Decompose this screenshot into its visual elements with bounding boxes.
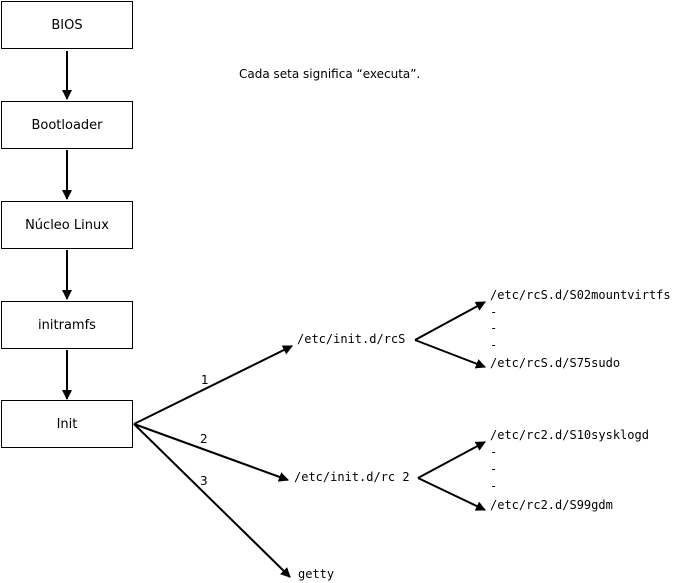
- rcs-dot: -: [490, 338, 498, 352]
- rcs-last-script: /etc/rcS.d/S75sudo: [490, 356, 621, 370]
- rcs-target: /etc/init.d/rcS: [297, 332, 406, 346]
- arrow-init-getty: [133, 423, 291, 578]
- rc2-target: /etc/init.d/rc 2: [294, 470, 410, 484]
- init-label: Init: [56, 416, 78, 432]
- arrow-rc2-last: [417, 477, 486, 511]
- rc2-first-script: /etc/rc2.d/S10sysklogd: [490, 428, 649, 442]
- kernel-label: Núcleo Linux: [25, 217, 109, 233]
- getty-target: getty: [298, 567, 335, 581]
- rcs-first-script: /etc/rcS.d/S02mountvirtfs: [490, 288, 671, 302]
- rc2-dot: -: [490, 479, 498, 493]
- bootloader-label: Bootloader: [31, 117, 103, 133]
- bootloader-box: Bootloader: [1, 101, 133, 149]
- rc2-dot: -: [490, 445, 498, 459]
- arrow-rc2-first: [417, 441, 486, 479]
- rc2-last-script: /etc/rc2.d/S99gdm: [490, 498, 613, 512]
- initramfs-label: initramfs: [38, 317, 96, 333]
- bios-label: BIOS: [51, 17, 83, 33]
- initramfs-box: initramfs: [1, 301, 133, 349]
- arrow-init-rc2: [133, 423, 289, 482]
- branch-2-number: 2: [200, 432, 208, 446]
- arrow-init-rcs: [133, 345, 293, 425]
- arrow-rcs-last: [414, 339, 486, 369]
- init-box: Init: [1, 400, 133, 448]
- branch-3-number: 3: [200, 474, 208, 488]
- rcs-dot: -: [490, 321, 498, 335]
- branch-1-number: 1: [201, 373, 209, 387]
- bios-box: BIOS: [1, 1, 133, 49]
- rcs-dot: -: [490, 305, 498, 319]
- arrow-rcs-first: [414, 301, 486, 341]
- legend-note: Cada seta significa “executa”.: [239, 67, 421, 81]
- rc2-dot: -: [490, 462, 498, 476]
- kernel-box: Núcleo Linux: [1, 201, 133, 249]
